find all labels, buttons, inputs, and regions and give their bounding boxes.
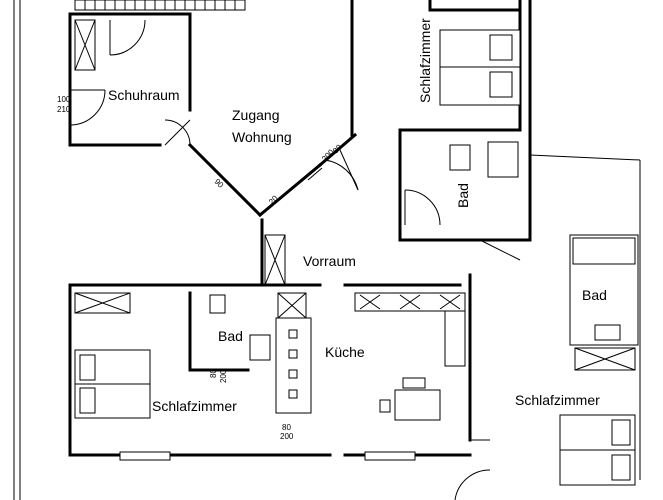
room-label-schuhraum: Schuhraum	[108, 87, 180, 103]
room-label-schlafzimmer-top: Schlafzimmer	[417, 18, 433, 103]
room-label-kueche: Küche	[325, 344, 365, 360]
room-label-schlafzimmer-right: Schlafzimmer	[515, 392, 600, 408]
dim-schuhraum-bottom: 210	[57, 105, 71, 114]
room-label-bad-right: Bad	[582, 287, 607, 303]
walls-bad-top	[398, 128, 532, 242]
walls-vorraum	[260, 234, 521, 442]
dim-diag-b: 20	[267, 193, 280, 206]
room-label-zugang-2: Wohnung	[232, 129, 292, 145]
dim-bad-left-b: 200	[219, 369, 228, 383]
dim-bedroom-bottom: 200	[280, 432, 294, 441]
dim-schuhraum-top: 100	[57, 95, 71, 104]
walls-bad-right	[529, 154, 641, 480]
dim-bad-left-a: 80	[209, 369, 218, 378]
room-label-bad-top: Bad	[455, 183, 471, 208]
room-label-zugang-1: Zugang	[232, 107, 279, 123]
outer-frame	[13, 0, 21, 500]
walls-kueche	[343, 292, 472, 457]
walls-bedroom-top	[398, 0, 532, 132]
walls-zugang	[187, 0, 359, 287]
island	[275, 292, 312, 414]
room-label-vorraum: Vorraum	[303, 253, 356, 269]
room-label-schlafzimmer-left: Schlafzimmer	[152, 398, 237, 414]
dim-bedroom-top: 80	[282, 423, 291, 432]
room-label-bad-left: Bad	[218, 328, 243, 344]
walls-bedroom-right	[454, 414, 636, 500]
top-railing	[74, 0, 246, 11]
walls-schuhraum	[68, 12, 192, 147]
walls-bedroom-left	[68, 283, 416, 461]
